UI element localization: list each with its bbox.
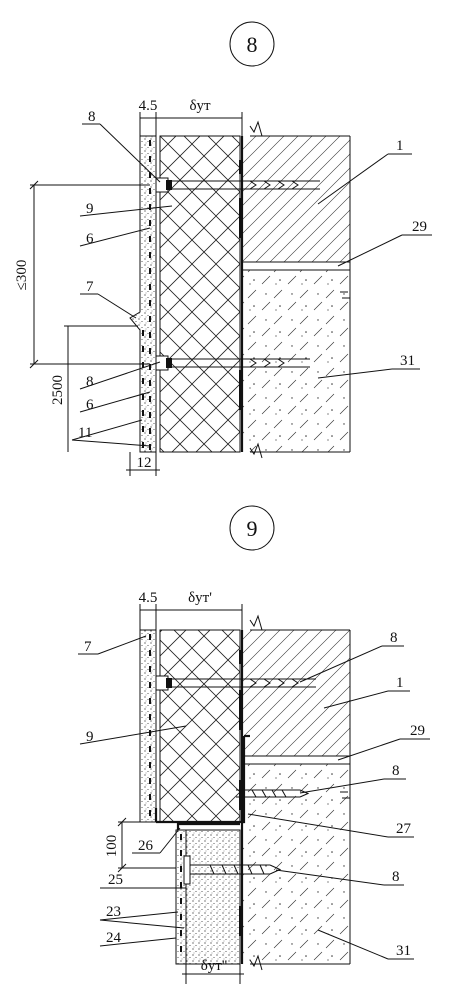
callout-8-lower: 8 xyxy=(86,374,94,390)
callout-11: 11 xyxy=(78,425,92,441)
callout-9: 9 xyxy=(86,201,94,217)
detail-9-insulation-upper xyxy=(159,629,241,823)
detail-9-masonry-wall xyxy=(242,630,350,756)
callout-7: 7 xyxy=(86,279,94,295)
detail-8-dim-top-right: δут xyxy=(189,98,211,114)
callout-23: 23 xyxy=(106,904,121,920)
detail-8-concrete-wall xyxy=(242,270,350,452)
callout-6-lower: 6 xyxy=(86,397,94,413)
detail-8-plaster-layer xyxy=(129,135,157,453)
detail-8-dim-spacing: ≤300 xyxy=(14,260,30,291)
detail-8-dimension-2500: 2500 xyxy=(50,325,138,452)
detail-8-dimension-300: ≤300 xyxy=(14,180,150,369)
callout-1: 1 xyxy=(396,138,404,154)
detail-9-dim-left: 100 xyxy=(104,835,120,858)
detail-9-dimension-bottom: δут'' xyxy=(182,950,244,984)
detail-8-dim-top-left: 4.5 xyxy=(139,98,158,114)
callout-29: 29 xyxy=(412,219,427,235)
callout-29: 29 xyxy=(410,723,425,739)
detail-9-insulation-lower xyxy=(185,829,241,965)
detail-9-l-profile xyxy=(154,736,246,824)
detail-9-number: 9 xyxy=(247,516,258,541)
detail-9-callouts: 7 9 26 25 23 24 8 1 29 8 27 8 31 xyxy=(78,630,430,960)
callout-1: 1 xyxy=(396,675,404,691)
detail-8-callouts: 8 9 6 7 8 6 11 1 29 31 xyxy=(71,109,432,447)
detail-8-number: 8 xyxy=(247,32,258,57)
detail-9-drip-profile xyxy=(176,822,240,830)
detail-8-dim-height: 2500 xyxy=(50,375,66,405)
callout-25: 25 xyxy=(108,872,123,888)
detail-9-top-dimension: 4.5 δут' xyxy=(139,590,243,630)
detail-9-anchor-upper xyxy=(155,675,316,691)
detail-9-dimension-100: 100 xyxy=(104,817,176,873)
detail-9-anchor-lower xyxy=(183,855,282,885)
detail-8-number-circle xyxy=(229,21,275,67)
callout-31: 31 xyxy=(400,353,415,369)
detail-9-concrete-wall xyxy=(242,764,350,964)
detail-9-dim-bottom: δут'' xyxy=(201,958,228,974)
callout-27: 27 xyxy=(396,821,412,837)
detail-9-dim-top-left: 4.5 xyxy=(139,590,158,606)
detail-9-number-circle xyxy=(229,505,275,551)
callout-26: 26 xyxy=(138,838,154,854)
detail-8-anchor-lower xyxy=(155,355,310,371)
callout-8-profile: 8 xyxy=(392,763,400,779)
detail-8-floor-slab xyxy=(241,261,351,271)
callout-8-lower: 8 xyxy=(392,869,400,885)
detail-9-dim-top-right: δут' xyxy=(188,590,212,606)
callout-31: 31 xyxy=(396,943,411,959)
callout-24: 24 xyxy=(106,930,122,946)
detail-8: 8 4.5 δут xyxy=(14,21,432,476)
detail-9-anchor-profile xyxy=(236,789,310,798)
callout-8: 8 xyxy=(88,109,96,125)
detail-8-masonry-wall xyxy=(242,136,350,262)
callout-7: 7 xyxy=(84,639,92,655)
callout-9: 9 xyxy=(86,729,94,745)
callout-6: 6 xyxy=(86,231,94,247)
detail-9-plaster-lower xyxy=(175,829,187,965)
detail-8-top-dimension: 4.5 δут xyxy=(139,98,243,140)
detail-8-dimension-12: 12 xyxy=(126,452,160,476)
callout-8: 8 xyxy=(390,630,398,646)
detail-8-dim-bottom: 12 xyxy=(137,455,152,471)
detail-9-floor-slab xyxy=(241,755,351,765)
detail-9-plaster-upper xyxy=(139,629,157,823)
detail-9: 9 4.5 δут' xyxy=(78,505,430,984)
